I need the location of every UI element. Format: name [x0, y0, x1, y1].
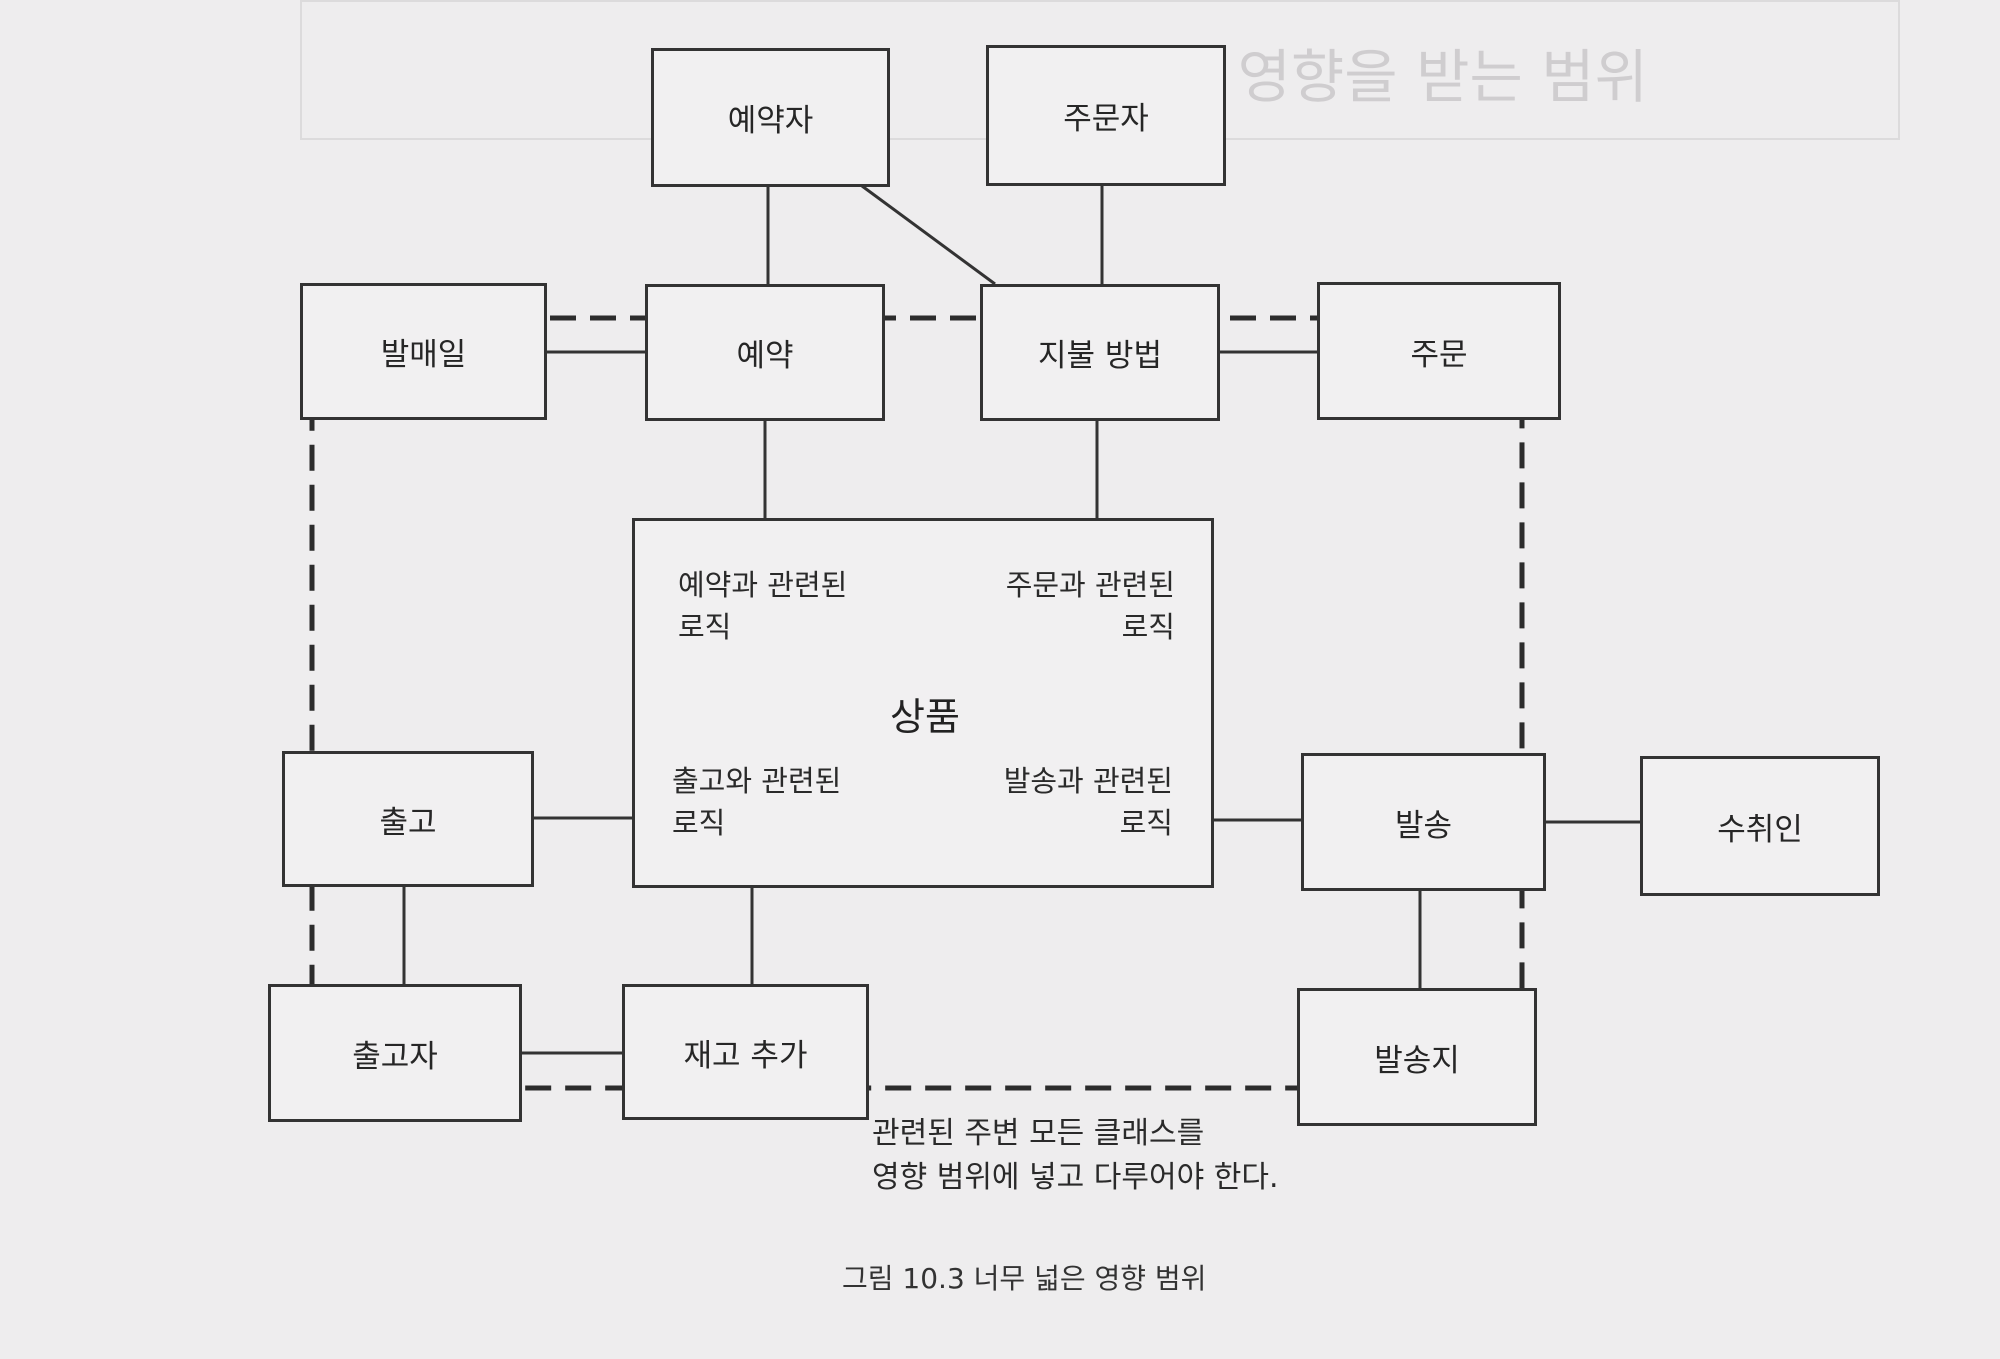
impact-scope-boundary — [309, 315, 1525, 1091]
reservation-box: 예약 — [645, 284, 885, 421]
product-title: 상품 — [890, 695, 960, 739]
orderer-box: 주문자 — [986, 45, 1226, 186]
figure-caption: 그림 10.3 너무 넓은 영향 범위 — [842, 1262, 1207, 1295]
product-box — [632, 518, 1214, 888]
reservation-logic-label: 예약과 관련된 로직 — [678, 568, 848, 644]
reserver-box: 예약자 — [651, 48, 890, 187]
scope-annotation: 관련된 주변 모든 클래스를 영향 범위에 넣고 다루어야 한다. — [872, 1116, 1279, 1195]
payment-method-box: 지불 방법 — [980, 284, 1220, 421]
release-date-box: 발매일 — [300, 283, 547, 420]
shipment-logic-label: 발송과 관련된 로직 — [1003, 764, 1173, 840]
recipient-box: 수취인 — [1640, 756, 1880, 896]
order-logic-label: 주문과 관련된 로직 — [1005, 568, 1175, 644]
shipper-box: 출고자 — [268, 984, 522, 1122]
order-box: 주문 — [1317, 282, 1561, 420]
edge-reserver-payment — [861, 184, 996, 286]
shippingout-logic-label: 출고와 관련된 로직 — [672, 764, 842, 840]
shipping-out-box: 출고 — [282, 751, 534, 887]
ship-from-box: 발송지 — [1297, 988, 1537, 1126]
shipment-box: 발송 — [1301, 753, 1546, 891]
restock-box: 재고 추가 — [622, 984, 869, 1120]
